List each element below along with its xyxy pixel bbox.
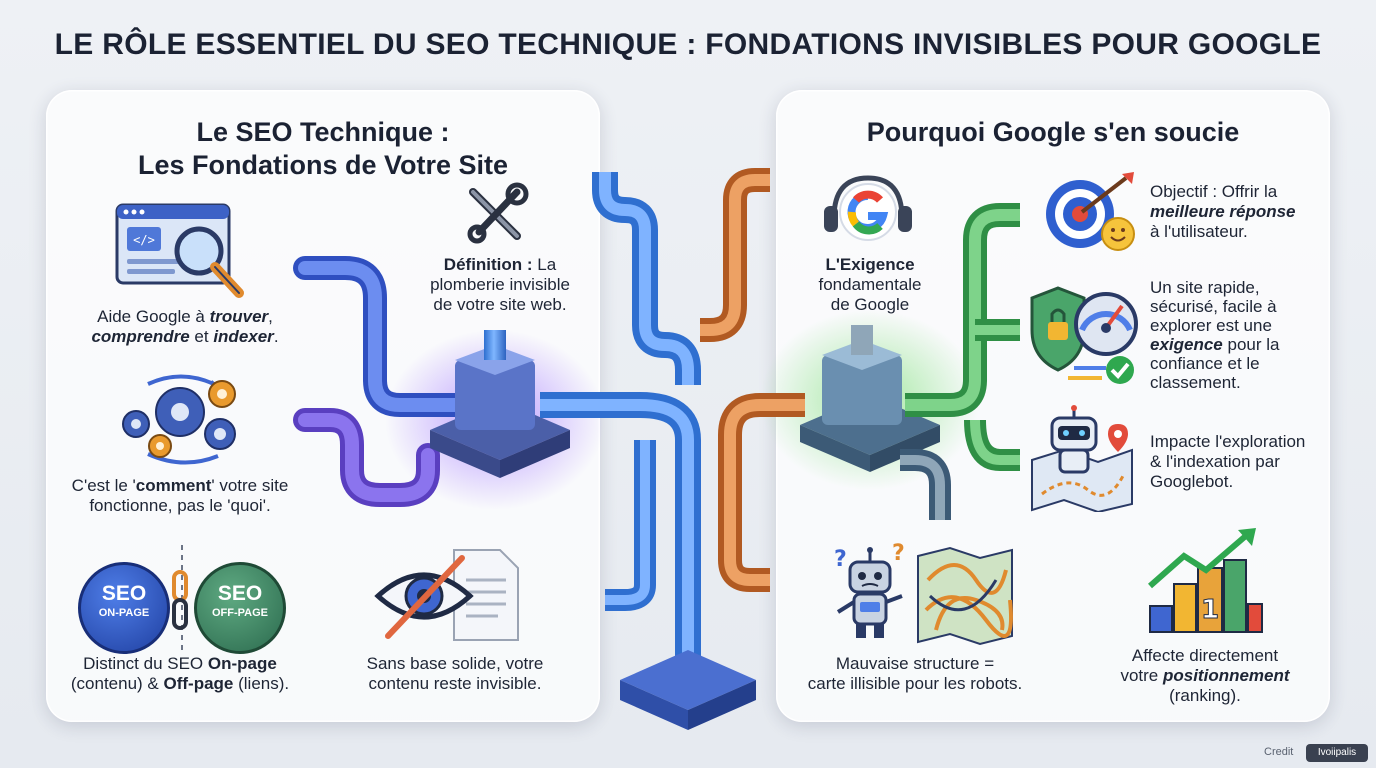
requirement-text: L'Exigence fondamentale de Google	[790, 255, 950, 315]
structure-text: Mauvaise structure = carte illisible pou…	[790, 654, 1040, 694]
fast-line3: explorer est une	[1150, 316, 1272, 335]
invisible-text: Sans base solide, votre contenu reste in…	[345, 654, 565, 694]
structure-line1: Mauvaise structure =	[835, 654, 995, 673]
fast-line4-b: pour la	[1222, 335, 1280, 354]
distinct-text: Distinct du SEO On-page (contenu) & Off-…	[55, 654, 305, 694]
indexing-text: Aide Google à trouver, comprendre et ind…	[70, 307, 300, 347]
indexing-dot: .	[273, 327, 279, 346]
how-line1-a: C'est le '	[71, 476, 136, 495]
crawl-line2: & l'indexation par	[1150, 452, 1280, 471]
definition-text: Définition : La plomberie invisible de v…	[405, 255, 595, 315]
offpage-badge-big: SEO	[217, 582, 263, 605]
definition-line3: de votre site web.	[433, 295, 567, 314]
fast-exigence: exigence	[1150, 335, 1223, 354]
definition-label: Définition :	[443, 255, 533, 274]
fast-line5: confiance et le	[1150, 354, 1260, 373]
crawl-text: Impacte l'exploration & l'indexation par…	[1150, 432, 1325, 492]
definition-line2: plomberie invisible	[430, 275, 570, 294]
dashed-divider	[181, 545, 183, 655]
definition-rest: La	[532, 255, 557, 274]
goal-line2: meilleure réponse	[1150, 202, 1296, 221]
indexing-index: indexer	[213, 327, 274, 346]
how-line2: fonctionne, pas le 'quoi'.	[89, 496, 271, 515]
onpage-badge-small: ON-PAGE	[98, 607, 150, 619]
svg-text:</>: </>	[133, 233, 155, 247]
requirement-line3: de Google	[830, 295, 910, 314]
crawl-line3: Googlebot.	[1150, 472, 1234, 491]
requirement-line1: L'Exigence	[825, 255, 915, 274]
goal-line3: à l'utilisateur.	[1150, 222, 1248, 241]
fast-line1: Un site rapide,	[1150, 278, 1260, 297]
structure-line2: carte illisible pour les robots.	[807, 674, 1023, 693]
how-line1-c: ' votre site	[211, 476, 289, 495]
seo-offpage-badge: SEO OFF-PAGE	[194, 562, 286, 654]
indexing-line1-a: Aide Google à	[97, 307, 210, 326]
ranking-chart-icon: 1	[1148, 528, 1263, 633]
indexing-find: trouver	[209, 307, 269, 326]
distinct-line2-c: (liens).	[233, 674, 290, 693]
left-panel-title-line2: Les Fondations de Votre Site	[137, 150, 509, 180]
ranking-line2-a: votre	[1120, 666, 1163, 685]
ranking-text: Affecte directement votre positionnement…	[1110, 646, 1300, 706]
invisible-line1: Sans base solide, votre	[366, 654, 544, 673]
page-title: LE RÔLE ESSENTIEL DU SEO TECHNIQUE : FON…	[54, 28, 1322, 61]
svg-text:?: ?	[892, 541, 905, 566]
offpage-badge-small: OFF-PAGE	[211, 607, 268, 619]
fast-line2: sécurisé, facile à	[1150, 297, 1277, 316]
distinct-onpage: On-page	[207, 654, 277, 673]
hidden-content-icon	[374, 549, 519, 641]
credit-label: Credit	[1264, 746, 1294, 758]
requirement-line2: fondamentale	[818, 275, 922, 294]
confused-robot-map-icon: ? ?	[834, 541, 1013, 646]
googlebot-map-icon	[1031, 405, 1133, 512]
how-text: C'est le 'comment' votre site fonctionne…	[55, 476, 305, 516]
link-chain-icon	[172, 570, 188, 630]
gears-icon	[122, 374, 236, 465]
left-panel-title-line1: Le SEO Technique :	[196, 117, 450, 147]
indexing-line1-c: ,	[268, 307, 273, 326]
ranking-number: 1	[1201, 595, 1219, 625]
distinct-offpage: Off-page	[163, 674, 234, 693]
indexing-understand: comprendre	[91, 327, 190, 346]
fast-site-text: Un site rapide, sécurisé, facile à explo…	[1150, 278, 1325, 392]
ranking-positioning: positionnement	[1162, 666, 1290, 685]
goal-text: Objectif : Offrir la meilleure réponse à…	[1150, 182, 1320, 242]
fast-line6: classement.	[1150, 373, 1241, 392]
how-comment: comment	[135, 476, 212, 495]
tools-icon	[467, 182, 529, 244]
distinct-line1-a: Distinct du SEO	[83, 654, 208, 673]
onpage-badge-big: SEO	[101, 582, 147, 605]
target-icon	[1046, 172, 1135, 251]
indexing-and: et	[189, 327, 214, 346]
credit-badge[interactable]: Ivoiipalis	[1306, 744, 1368, 762]
ranking-line1: Affecte directement	[1131, 646, 1279, 665]
distinct-line2-a: (contenu) &	[70, 674, 164, 693]
seo-onpage-badge: SEO ON-PAGE	[78, 562, 170, 654]
crawl-line1: Impacte l'exploration	[1150, 432, 1306, 451]
browser-search-icon: </>	[115, 203, 244, 298]
google-logo-icon	[824, 175, 912, 241]
ranking-line3: (ranking).	[1169, 686, 1241, 705]
right-panel-title: Pourquoi Google s'en soucie	[866, 117, 1240, 147]
svg-text:?: ?	[834, 547, 847, 572]
goal-line1: Objectif : Offrir la	[1150, 182, 1278, 201]
security-speed-icon	[1030, 286, 1138, 384]
invisible-line2: contenu reste invisible.	[368, 674, 542, 693]
